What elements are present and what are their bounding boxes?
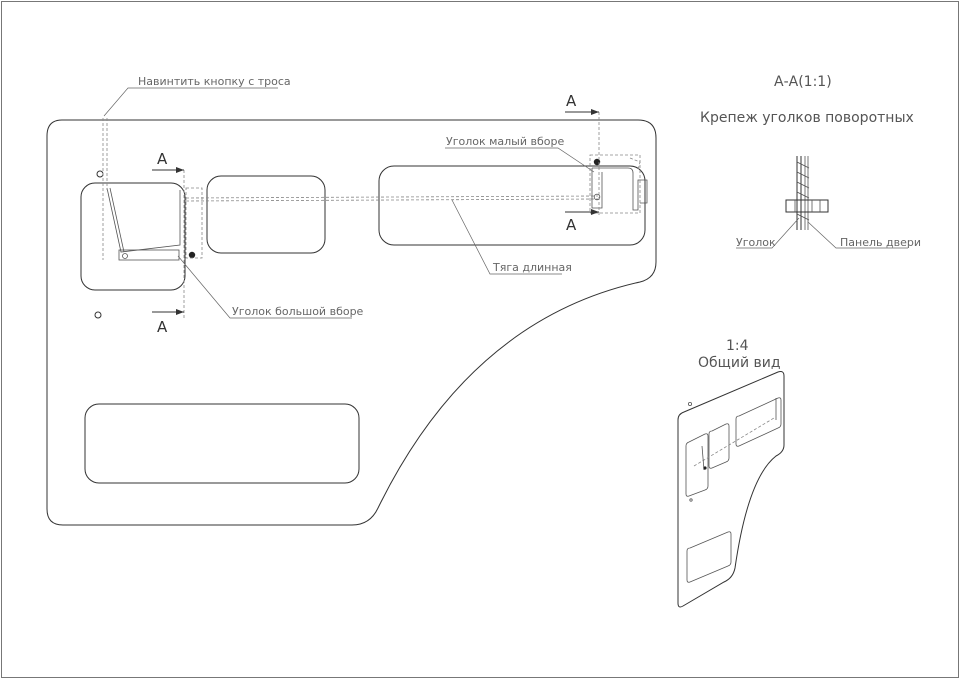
- door-panel: [46, 119, 657, 526]
- section-mark-a4: А: [566, 216, 577, 234]
- large-corner-mechanism: [106, 187, 203, 261]
- section-subtitle: Крепеж уголков поворотных: [700, 110, 914, 126]
- callout-long-rod: Тяга длинная: [451, 199, 572, 275]
- left-window-opening: [80, 182, 186, 291]
- section-mark-a1: А: [157, 150, 168, 168]
- callout-large-corner-text: Уголок большой вборе: [232, 305, 364, 318]
- callout-button: Навинтить кнопку с троса: [103, 75, 291, 117]
- cable-line: [102, 118, 108, 260]
- section-line-right: А А: [565, 92, 600, 234]
- section-mark-a3: А: [566, 92, 577, 110]
- small-corner-bracket: [589, 154, 648, 214]
- callout-large-corner: Уголок большой вборе: [177, 255, 364, 319]
- lower-opening: [84, 403, 360, 484]
- section-mark-a2: А: [157, 318, 168, 336]
- view-title: Общий вид: [698, 355, 781, 371]
- right-window-opening: [378, 165, 646, 246]
- long-rod: [185, 195, 599, 202]
- callout-long-rod-text: Тяга длинная: [492, 261, 572, 274]
- callout-button-text: Навинтить кнопку с троса: [138, 75, 291, 88]
- callout-small-corner: Уголок малый вборе: [445, 135, 595, 173]
- section-label-ugolok: Уголок: [736, 236, 776, 249]
- section-label-panel: Панель двери: [840, 236, 921, 249]
- section-line-left: А А: [152, 150, 185, 336]
- middle-window-opening: [206, 175, 326, 254]
- general-view-door: [677, 371, 785, 608]
- hole-upper: [96, 170, 104, 178]
- section-detail: [736, 156, 908, 249]
- section-title: А-А(1:1): [774, 74, 832, 90]
- callout-small-corner-text: Уголок малый вборе: [446, 135, 564, 148]
- hole-lower: [94, 311, 102, 319]
- view-scale: 1:4: [726, 338, 749, 354]
